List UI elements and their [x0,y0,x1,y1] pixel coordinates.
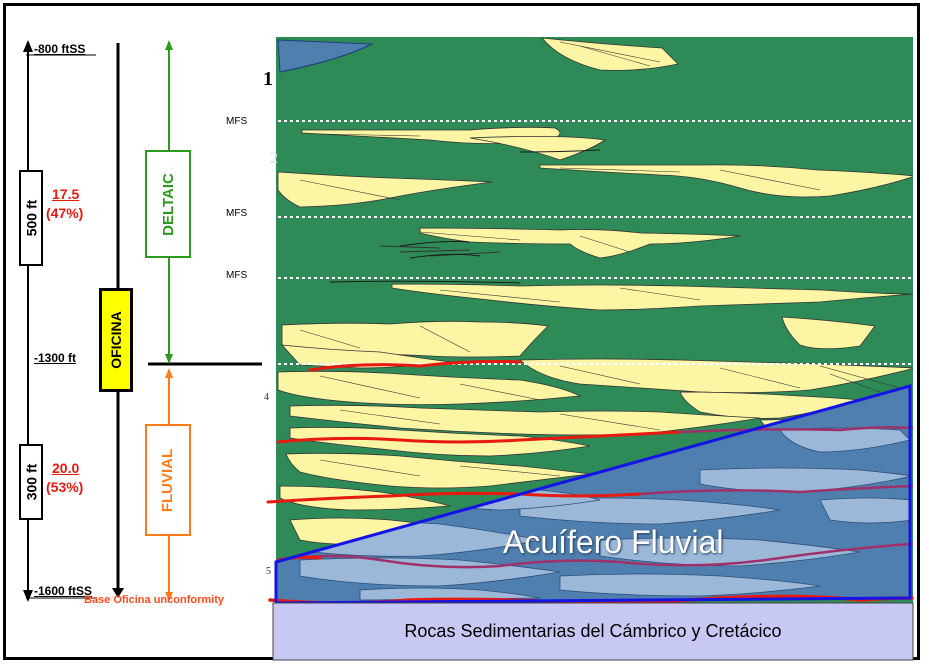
main-axis-arrowhead [112,588,124,598]
thickness-lower-box: 300 ft [19,444,43,520]
upper-percent: (47%) [46,205,84,221]
deltaic-arrowhead-down [165,354,173,364]
deltaic-box: DELTAIC [145,150,191,258]
deltaic-label: DELTAIC [159,172,177,236]
margin-number-4: 4 [264,392,269,403]
margin-number-5: 5 [266,566,271,577]
depth-mid-label: -1300 ft [34,351,77,365]
mfs-label-3: MFS [226,270,248,281]
depth-top-label: -800 ftSS [34,42,86,56]
thickness-upper-box: 500 ft [19,170,43,266]
margin-number-2: 2 [270,150,278,167]
basement-box [272,602,914,661]
depth-axis-arrow-down [23,590,33,602]
basement-label: Rocas Sedimentarias del Cámbrico y Cretá… [404,621,782,641]
upper-value: 17.5 [52,186,80,202]
blue-lens-top [277,39,374,73]
sand-laminations [299,41,901,477]
fluvial-arrowhead-down [165,592,173,602]
fluvial-box: FLUVIAL [145,424,191,536]
lower-percent: (53%) [46,479,84,495]
aquifer-outline [274,384,912,605]
formation-label: OFICINA [108,311,124,369]
sand-bodies [277,37,913,545]
fluvial-arrowhead-up [165,368,173,378]
aquifer-label: Acuífero Fluvial [503,524,724,560]
lower-value: 20.0 [52,460,80,476]
mfs-lines [278,120,912,365]
unconformity-label: Base Oficina unconformity [84,594,224,606]
thickness-lower-label: 300 ft [23,463,40,501]
deltaic-arrowhead-up [165,40,173,50]
mfs-label-2: MFS [226,208,248,219]
fluvial-label: FLUVIAL [159,448,177,512]
oficina-box: OFICINA [99,288,133,392]
margin-number-1: 1 [263,68,273,90]
thickness-upper-label: 500 ft [23,199,40,237]
depth-axis-arrow-up [23,40,33,52]
mfs-label-1: MFS [226,116,248,127]
depth-bottom-label: -1600 ftSS [34,584,93,598]
shale-streaks [329,149,601,284]
